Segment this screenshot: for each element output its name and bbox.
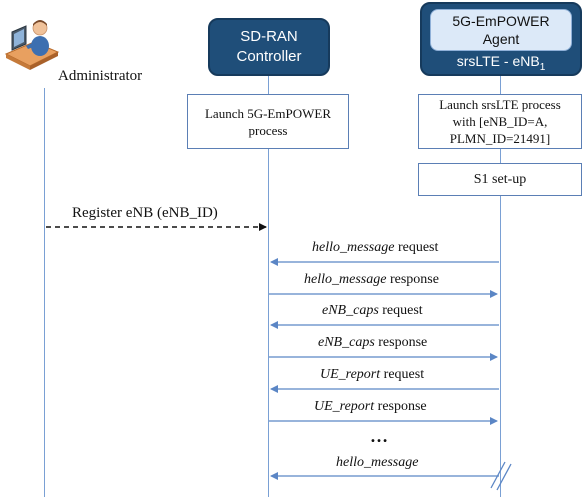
agent-lifeline: [500, 76, 501, 497]
lifeline-break-mark-1: [490, 461, 506, 489]
controller-title-line2: Controller: [236, 48, 302, 65]
launch-srslte-line2: with [eNB_ID=A,: [452, 114, 548, 129]
launch-controller-box: Launch 5G-EmPOWER process: [187, 94, 349, 149]
msg-caps-response-kind: response: [374, 335, 428, 350]
launch-controller-line1: Launch 5G-EmPOWER: [204, 105, 331, 121]
controller-header: SD-RAN Controller: [208, 18, 330, 76]
launch-srslte-box: Launch srsLTE process with [eNB_ID=A, PL…: [418, 94, 582, 149]
msg-hello-request: hello_message request: [312, 240, 438, 256]
msg-report-request: UE_report request: [320, 367, 424, 383]
msg-report-response: UE_report response: [314, 399, 427, 415]
administrator-label: Administrator: [58, 68, 143, 84]
agent-subtitle-index: 1: [539, 61, 546, 73]
msg-report-request-kind: request: [380, 367, 425, 382]
msg-report-request-name: UE_report: [320, 367, 381, 382]
s1-setup-label: S1 set-up: [473, 172, 527, 187]
administrator-icon: [4, 20, 60, 70]
msg-hello-response-name: hello_message: [304, 272, 387, 287]
msg-report-response-kind: response: [374, 399, 427, 414]
msg-caps-request-name: eNB_caps: [322, 303, 379, 318]
agent-title-box: 5G-EmPOWER Agent: [430, 9, 572, 51]
msg-register-enb: Register eNB (eNB_ID): [72, 205, 218, 222]
msg-ellipsis: …: [370, 426, 388, 446]
lifeline-break-mark-2: [496, 463, 512, 491]
launch-controller-line2: process: [248, 122, 288, 138]
controller-lifeline: [268, 76, 269, 497]
agent-subtitle: srsLTE - eNB1: [422, 53, 580, 73]
msg-hello-periodic: hello_message: [336, 455, 418, 471]
s1-setup-box: S1 set-up: [418, 163, 582, 196]
msg-caps-response-name: eNB_caps: [318, 335, 375, 350]
agent-header: 5G-EmPOWER Agent srsLTE - eNB1: [420, 2, 582, 76]
launch-srslte-line3: PLMN_ID=21491]: [449, 131, 551, 146]
msg-hello-request-kind: request: [394, 240, 439, 255]
agent-title-line2: Agent: [482, 31, 520, 47]
msg-hello-periodic-name: hello_message: [336, 455, 419, 470]
msg-register-enb-text: Register eNB (eNB_ID): [72, 205, 218, 221]
msg-hello-request-name: hello_message: [312, 240, 395, 255]
msg-report-response-name: UE_report: [314, 399, 375, 414]
msg-caps-response: eNB_caps response: [318, 335, 427, 351]
controller-title-line1: SD-RAN: [240, 28, 298, 45]
msg-caps-request: eNB_caps request: [322, 303, 423, 319]
administrator-lifeline: [44, 88, 45, 497]
agent-title-line1: 5G-EmPOWER: [452, 13, 550, 29]
msg-caps-request-kind: request: [378, 303, 423, 318]
msg-hello-response-kind: response: [386, 272, 439, 287]
msg-hello-response: hello_message response: [304, 272, 439, 288]
agent-subtitle-text: srsLTE - eNB: [456, 53, 540, 69]
launch-srslte-line1: Launch srsLTE process: [439, 97, 561, 112]
